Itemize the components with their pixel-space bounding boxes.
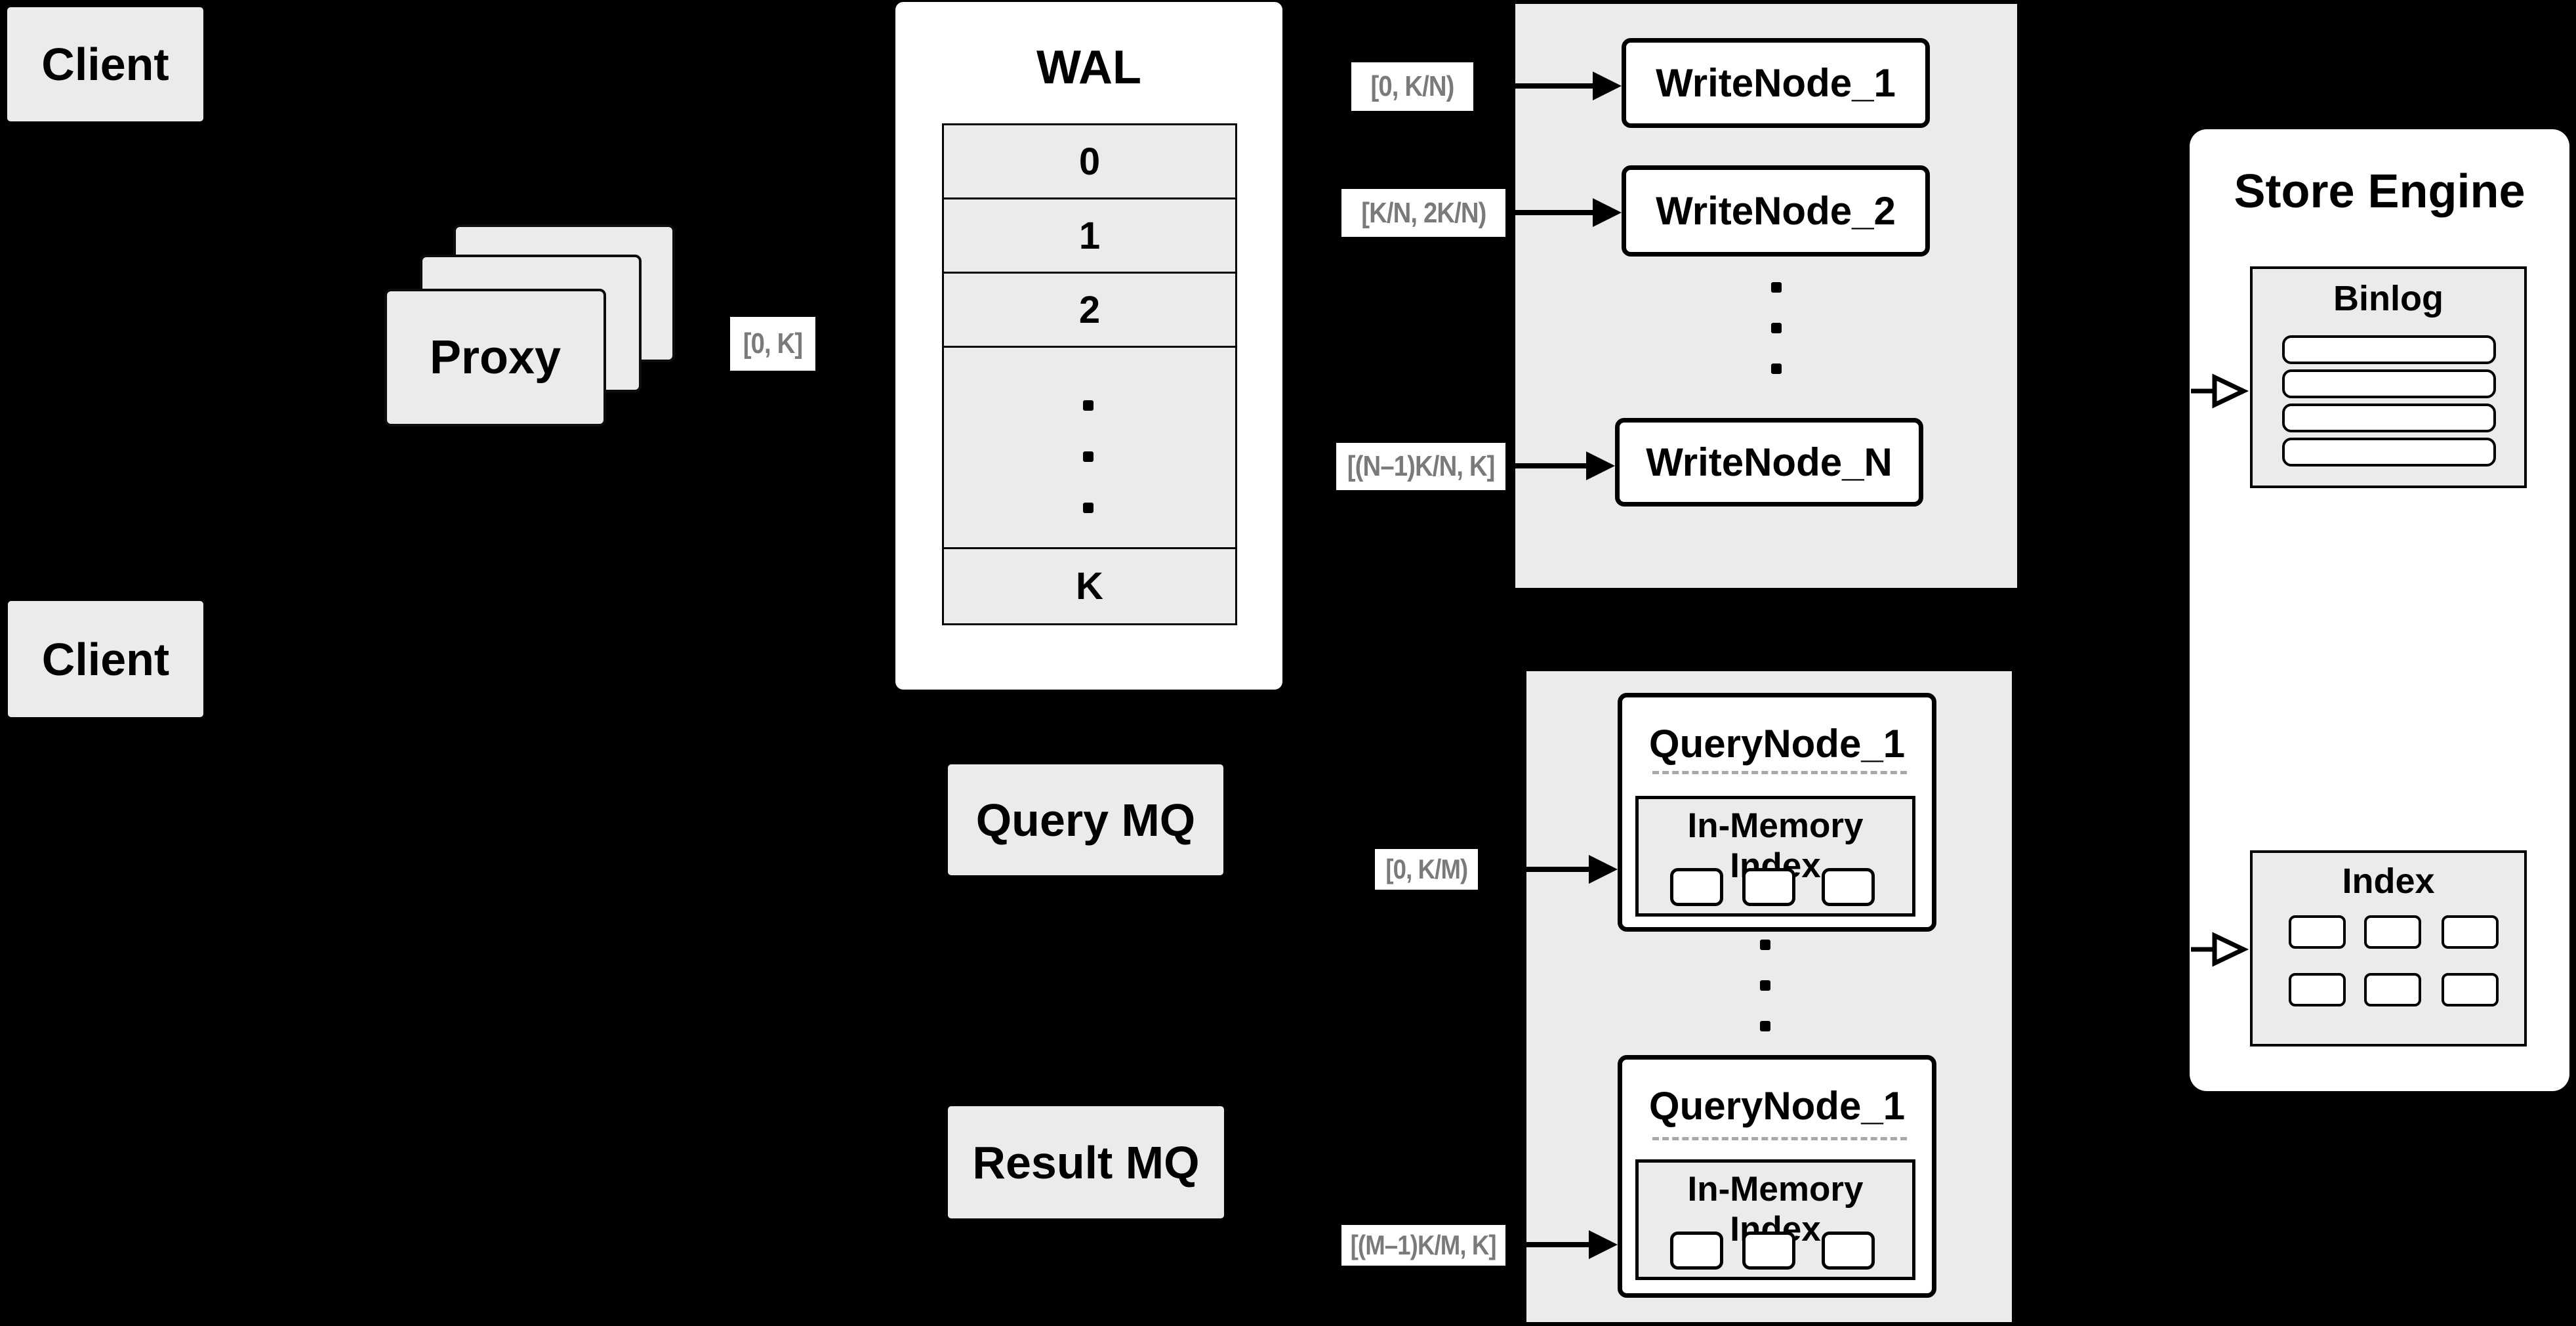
segment-chip: [1670, 1232, 1723, 1270]
segment-chip: [1742, 868, 1795, 906]
range-label-proxy-wal: [0, K]: [730, 317, 815, 371]
query-node-1-divider: [1652, 771, 1907, 774]
index-file-chip: [2364, 973, 2421, 1006]
range-label-query-m: [(M–1)K/M, K]: [1341, 1225, 1505, 1266]
index-box: Index: [2250, 850, 2527, 1046]
query-node-m-title: QueryNode_1: [1648, 1084, 1906, 1128]
index-file-chip: [2289, 915, 2346, 949]
wal-row-ellipsis: [942, 346, 1237, 549]
binlog-box: Binlog: [2250, 266, 2527, 488]
range-label-write-n: [(N–1)K/N, K]: [1336, 443, 1505, 490]
query-node-m-divider: [1652, 1137, 1907, 1140]
range-label-write-1: [0, K/N): [1351, 62, 1473, 111]
client-box-bottom: Client: [6, 599, 205, 719]
wal-title: WAL: [1036, 41, 1141, 94]
query-node-m-box: QueryNode_1 In-Memory Index: [1618, 1055, 1936, 1298]
client-box-top: Client: [5, 5, 205, 123]
write-node-2-box: WriteNode_2: [1622, 165, 1930, 257]
segment-chip: [1670, 868, 1723, 906]
proxy-card-front: Proxy: [384, 289, 606, 426]
query-node-1-title: QueryNode_1: [1648, 722, 1906, 766]
binlog-segment-bar: [2282, 404, 2496, 432]
client-bottom-label: Client: [41, 633, 170, 685]
in-memory-index-1-box: In-Memory Index: [1635, 796, 1915, 917]
binlog-segment-bar: [2282, 335, 2496, 364]
result-mq-box: Result MQ: [946, 1104, 1226, 1220]
client-top-label: Client: [41, 39, 169, 90]
wal-row-1: 1: [942, 197, 1237, 274]
binlog-segment-bar: [2282, 369, 2496, 398]
write-node-n-box: WriteNode_N: [1615, 418, 1923, 507]
store-engine-title: Store Engine: [2234, 165, 2525, 218]
store-engine-container: Store Engine Binlog Index: [2190, 129, 2569, 1091]
query-mq-box: Query MQ: [946, 762, 1225, 877]
segment-chip: [1822, 868, 1875, 906]
index-file-chip: [2442, 915, 2499, 949]
write-node-1-box: WriteNode_1: [1622, 38, 1930, 128]
range-label-query-1: [0, K/M): [1375, 849, 1478, 890]
proxy-label: Proxy: [429, 331, 562, 384]
query-node-1-box: QueryNode_1 In-Memory Index: [1618, 693, 1936, 932]
wal-row-k: K: [942, 547, 1237, 625]
in-memory-index-2-box: In-Memory Index: [1635, 1159, 1915, 1280]
index-file-chip: [2289, 973, 2346, 1006]
index-file-chip: [2364, 915, 2421, 949]
index-file-chip: [2442, 973, 2499, 1006]
wal-row-2: 2: [942, 272, 1237, 348]
segment-chip: [1822, 1232, 1875, 1270]
range-label-write-2: [K/N, 2K/N): [1341, 189, 1505, 237]
binlog-segment-bar: [2282, 438, 2496, 466]
segment-chip: [1742, 1232, 1795, 1270]
wal-row-0: 0: [942, 123, 1237, 199]
